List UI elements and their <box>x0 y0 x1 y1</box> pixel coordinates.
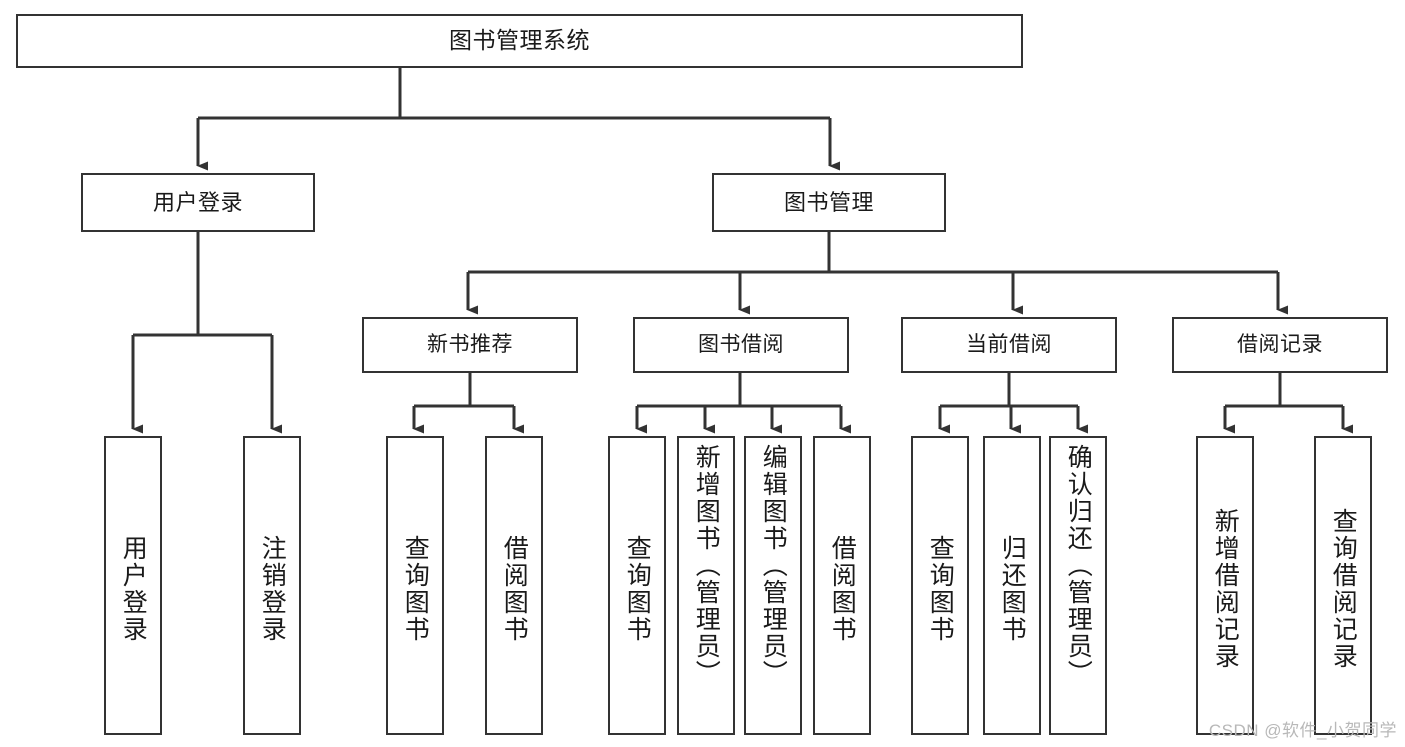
node-current-borrow[interactable]: 当前借阅 <box>901 317 1117 373</box>
node-user-login[interactable]: 用户登录 <box>81 173 315 232</box>
node-borrow-record-label: 借阅记录 <box>1237 332 1323 356</box>
leaf-borrow-book-label: 借阅图书 <box>828 534 857 643</box>
leaf-confirm-return[interactable]: 确认归还（管理员） <box>1049 436 1107 735</box>
node-book-borrow-label: 图书借阅 <box>698 332 784 356</box>
leaf-add-book-label: 新增图书（管理员） <box>692 444 721 687</box>
node-book-borrow[interactable]: 图书借阅 <box>633 317 849 373</box>
node-new-book-recommend[interactable]: 新书推荐 <box>362 317 578 373</box>
leaf-query-book-borrow-label: 查询图书 <box>623 534 652 643</box>
leaf-logout[interactable]: 注销登录 <box>243 436 301 735</box>
node-book-manage[interactable]: 图书管理 <box>712 173 946 232</box>
node-user-login-label: 用户登录 <box>152 189 243 215</box>
leaf-add-borrow-record[interactable]: 新增借阅记录 <box>1196 436 1254 735</box>
leaf-query-book-current-label: 查询图书 <box>926 534 955 643</box>
node-book-manage-label: 图书管理 <box>783 189 874 215</box>
watermark: CSDN @软件_小贺同学 <box>1208 721 1397 740</box>
node-root-label: 图书管理系统 <box>449 27 590 54</box>
leaf-logout-label: 注销登录 <box>258 534 287 643</box>
node-borrow-record[interactable]: 借阅记录 <box>1172 317 1388 373</box>
leaf-query-book-recommend[interactable]: 查询图书 <box>386 436 444 735</box>
leaf-add-book[interactable]: 新增图书（管理员） <box>677 436 735 735</box>
leaf-edit-book-label: 编辑图书（管理员） <box>759 444 788 687</box>
leaf-borrow-book-recommend[interactable]: 借阅图书 <box>485 436 543 735</box>
node-current-borrow-label: 当前借阅 <box>966 332 1052 356</box>
leaf-confirm-return-label: 确认归还（管理员） <box>1064 444 1093 687</box>
leaf-query-book-recommend-label: 查询图书 <box>401 534 430 643</box>
leaf-return-book[interactable]: 归还图书 <box>983 436 1041 735</box>
leaf-borrow-book[interactable]: 借阅图书 <box>813 436 871 735</box>
leaf-query-book-borrow[interactable]: 查询图书 <box>608 436 666 735</box>
leaf-edit-book[interactable]: 编辑图书（管理员） <box>744 436 802 735</box>
leaf-query-borrow-record-label: 查询借阅记录 <box>1329 507 1358 670</box>
node-new-book-recommend-label: 新书推荐 <box>427 332 513 356</box>
leaf-query-borrow-record[interactable]: 查询借阅记录 <box>1314 436 1372 735</box>
leaf-query-book-current[interactable]: 查询图书 <box>911 436 969 735</box>
node-root-system[interactable]: 图书管理系统 <box>16 14 1023 68</box>
connector-lines <box>131 68 1353 434</box>
leaf-return-book-label: 归还图书 <box>998 534 1027 643</box>
leaf-add-borrow-record-label: 新增借阅记录 <box>1211 507 1240 670</box>
leaf-user-login[interactable]: 用户登录 <box>104 436 162 735</box>
leaf-user-login-label: 用户登录 <box>119 534 148 643</box>
leaf-borrow-book-recommend-label: 借阅图书 <box>500 534 529 643</box>
